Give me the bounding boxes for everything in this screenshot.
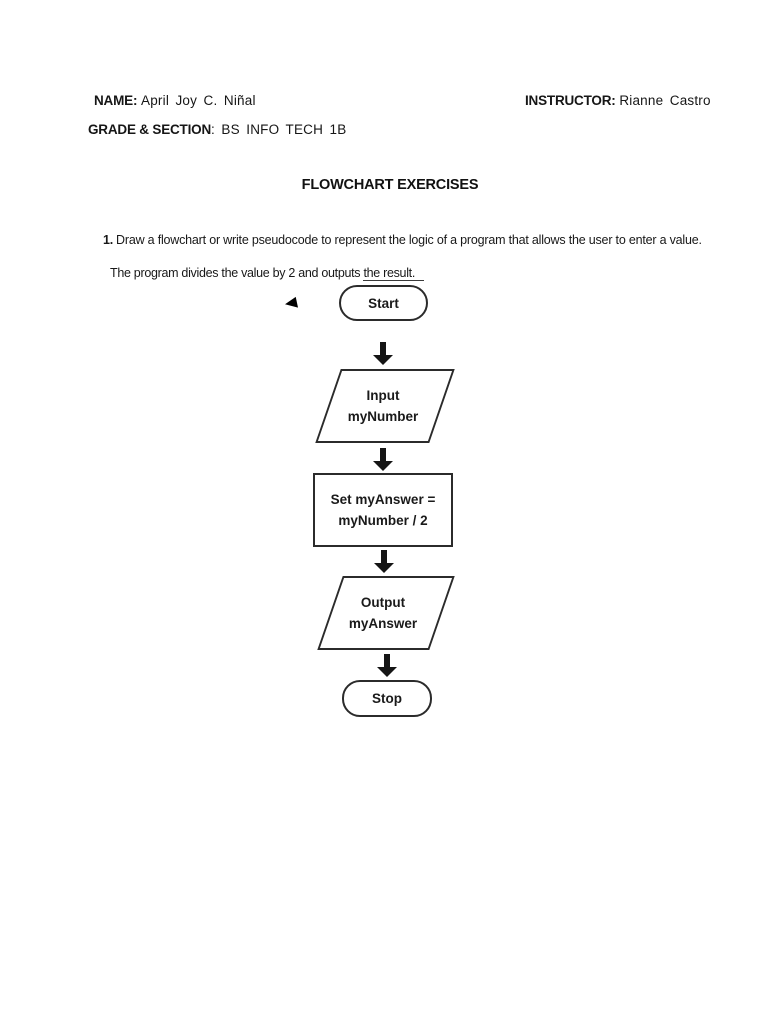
output-label-line2: myAnswer — [348, 616, 418, 631]
name-line: NAME: April Joy C. Niñal — [94, 93, 256, 108]
instructor-line: INSTRUCTOR: Rianne Castro — [525, 93, 711, 108]
arrow-head — [373, 461, 393, 471]
input-node-label: Input myNumber — [313, 369, 453, 427]
exercise-prompt: 1.Draw a flowchart or write pseudocode t… — [103, 233, 702, 247]
arrow-shaft — [380, 448, 386, 461]
instructor-value: Rianne Castro — [619, 93, 711, 108]
start-node-label: Start — [368, 295, 399, 311]
arrow-head — [377, 667, 397, 677]
output-label-line1: Output — [360, 595, 406, 610]
instructor-label: INSTRUCTOR: — [525, 93, 616, 108]
exercise-detail-underlined: the result. — [363, 266, 425, 281]
exercise-detail-prefix: The program divides the value by 2 and o… — [110, 266, 364, 280]
name-value: April Joy C. Niñal — [141, 93, 256, 108]
cursor-icon — [283, 296, 299, 311]
arrow-shaft — [384, 654, 390, 667]
exercise-number: 1. — [103, 233, 114, 247]
grade-section-value: : BS INFO TECH 1B — [211, 122, 347, 137]
flow-arrow-icon — [372, 342, 394, 365]
flowchart-start-node: Start — [339, 285, 428, 321]
input-label-line1: Input — [366, 388, 400, 403]
output-node-label: Output myAnswer — [313, 576, 453, 634]
input-label-line2: myNumber — [347, 409, 419, 424]
stop-node-label: Stop — [372, 691, 402, 706]
flowchart-stop-node: Stop — [342, 680, 432, 717]
grade-section-line: GRADE & SECTION: BS INFO TECH 1B — [88, 122, 346, 137]
grade-section-label: GRADE & SECTION — [88, 122, 212, 137]
flow-arrow-icon — [372, 448, 394, 471]
arrow-head — [373, 355, 393, 365]
name-label: NAME: — [94, 93, 138, 108]
arrow-shaft — [380, 342, 386, 355]
process-label-line1: Set myAnswer = — [330, 492, 436, 507]
exercise-detail: The program divides the value by 2 and o… — [110, 266, 425, 281]
page-title: FLOWCHART EXERCISES — [301, 177, 479, 193]
flowchart-process-node: Set myAnswer = myNumber / 2 — [313, 473, 453, 547]
arrow-head — [374, 563, 394, 573]
arrow-shaft — [381, 550, 387, 563]
exercise-prompt-text: Draw a flowchart or write pseudocode to … — [116, 233, 702, 247]
process-label-line2: myNumber / 2 — [338, 513, 428, 528]
flow-arrow-icon — [376, 654, 398, 677]
flow-arrow-icon — [373, 550, 395, 573]
